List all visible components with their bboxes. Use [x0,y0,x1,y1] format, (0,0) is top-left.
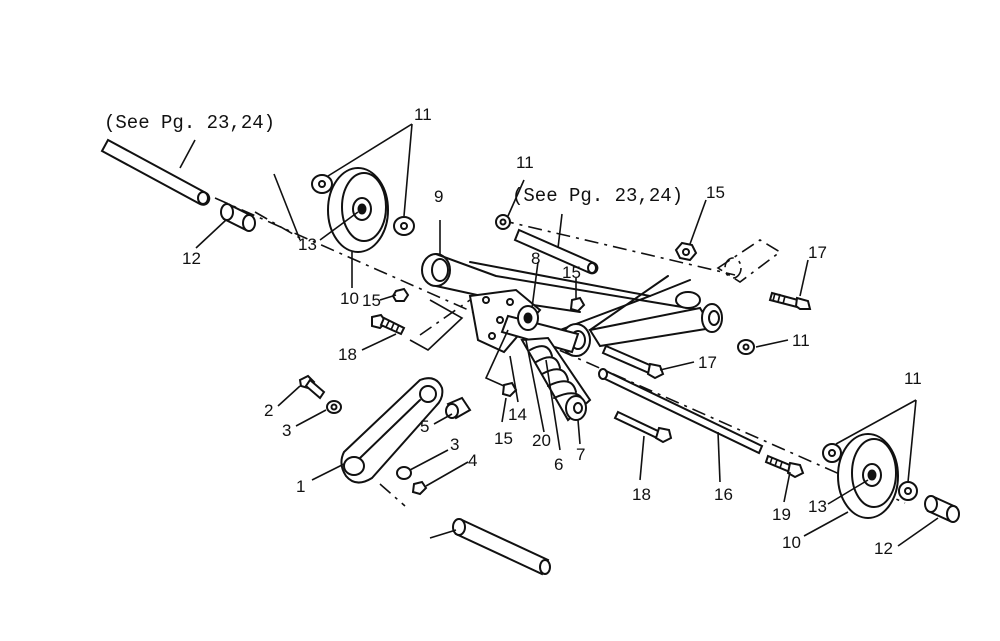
callout-3: 3 [282,421,291,440]
leader-ref-left [179,139,196,169]
washer-3-lower [396,466,412,480]
arm-link-outline [409,299,464,351]
centerline-left-idler [254,211,301,239]
phantom-bracket [716,239,782,283]
bushing-5 [445,396,472,420]
callout-2: 2 [264,401,273,420]
upper-shaft [513,228,599,275]
callout-14: 14 [508,405,527,424]
callout-3: 3 [450,435,459,454]
lower-shaft-stub [429,529,457,539]
bolt-18-lower [613,410,673,444]
nut-lower-center [501,381,518,398]
nut-upper-right [674,241,698,262]
callout-20: 20 [532,431,551,450]
callout-7: 7 [576,445,585,464]
bolt-2 [298,374,326,400]
nut-center-top [569,296,586,313]
bolt-17-lower [601,344,665,380]
callout-8: 8 [531,249,540,268]
callout-10: 10 [782,533,801,552]
callout-11: 11 [414,105,432,124]
callout-numbers: 11 13 12 10 9 11 15 17 11 8 15 15 18 17 … [182,105,922,558]
callout-13: 13 [808,497,827,516]
callout-18: 18 [338,345,357,364]
callout-15: 15 [362,291,381,310]
callout-9: 9 [434,187,443,206]
callout-6: 6 [554,455,563,474]
reference-note-center: (See Pg. 23,24) [512,185,683,207]
callout-10: 10 [340,289,359,308]
bracket-hidden-line [484,329,509,387]
bolt-upper-right [768,291,812,310]
callout-11: 11 [792,331,810,350]
callout-17: 17 [698,353,717,372]
callout-13: 13 [298,235,317,254]
idler-wheel-right [837,433,899,519]
idler-wheel-left [327,167,389,253]
bolt-19 [764,454,805,479]
leader-lines [195,123,939,547]
callout-16: 16 [714,485,733,504]
callout-12: 12 [874,539,893,558]
callout-4: 4 [468,451,477,470]
shock-absorber-spring [520,336,592,422]
leader-ref-center [557,213,563,249]
upper-left-shaft [100,138,211,206]
shock-tube [500,305,580,354]
long-shaft-16 [598,368,764,455]
callout-1: 1 [296,477,305,496]
callout-15: 15 [562,263,581,282]
lower-shaft [452,518,551,576]
reference-note-left: (See Pg. 23,24) [104,112,275,134]
callout-11: 11 [904,369,922,388]
rear-arm [340,377,444,484]
bolt-left-arm [371,313,406,336]
nut-4 [411,480,428,496]
callout-17: 17 [808,243,827,262]
assembly-centerline [214,197,906,504]
centerline-upper-shaft [499,219,736,276]
callout-5: 5 [420,417,429,436]
callout-15: 15 [706,183,725,202]
spacer-left [220,203,256,232]
centerline-rear-arm [379,483,406,507]
callout-12: 12 [182,249,201,268]
callout-15: 15 [494,429,513,448]
callout-19: 19 [772,505,791,524]
callout-11: 11 [516,153,534,172]
spacer-right [924,495,960,523]
callout-18: 18 [632,485,651,504]
centerline-arm-bolt [419,299,471,336]
